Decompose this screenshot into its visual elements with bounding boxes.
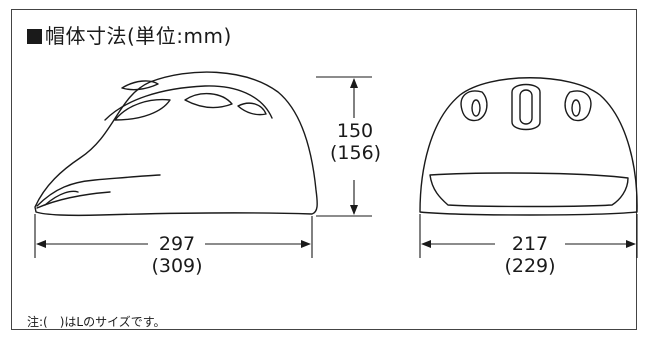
length-standard-value: 297	[158, 233, 196, 255]
diagram-title: 帽体寸法(単位:mm)	[27, 20, 232, 49]
diagram-frame	[11, 9, 637, 330]
side-vent-3	[237, 102, 267, 116]
title-square-bullet	[27, 29, 42, 44]
size-note: 注:( )はLのサイズです。	[27, 315, 166, 329]
front-vent-center	[511, 83, 541, 131]
helmet-front-view	[419, 77, 638, 216]
width-large-value: (229)	[504, 255, 556, 277]
front-vent-right	[564, 90, 592, 122]
side-brim-edge	[44, 190, 79, 206]
side-vent-ridge	[104, 85, 273, 121]
front-shell-outline	[419, 77, 638, 216]
side-shell-outline	[34, 71, 318, 217]
side-visor-inner	[36, 191, 111, 209]
side-vent-4	[121, 80, 159, 91]
side-vent-2	[184, 93, 233, 109]
length-dimension-label: 297 (309)	[148, 233, 206, 277]
height-large-value: (156)	[330, 142, 382, 164]
side-vent-1	[114, 98, 171, 121]
helmet-side-view	[34, 71, 318, 217]
side-visor-line	[36, 174, 161, 207]
width-standard-value: 217	[511, 233, 549, 255]
front-vent-center-inner	[519, 89, 533, 125]
length-large-value: (309)	[151, 255, 203, 277]
front-vent-left	[460, 90, 488, 122]
height-dimension-label: 150 (156)	[330, 120, 382, 164]
width-dimension-label: 217 (229)	[500, 233, 560, 277]
front-vent-right-hole	[571, 99, 581, 117]
title-text: 帽体寸法(単位:mm)	[45, 24, 232, 48]
dimension-lines	[34, 76, 638, 258]
height-standard-value: 150	[336, 120, 374, 142]
front-visor	[429, 172, 629, 208]
front-vent-left-hole	[471, 99, 481, 117]
